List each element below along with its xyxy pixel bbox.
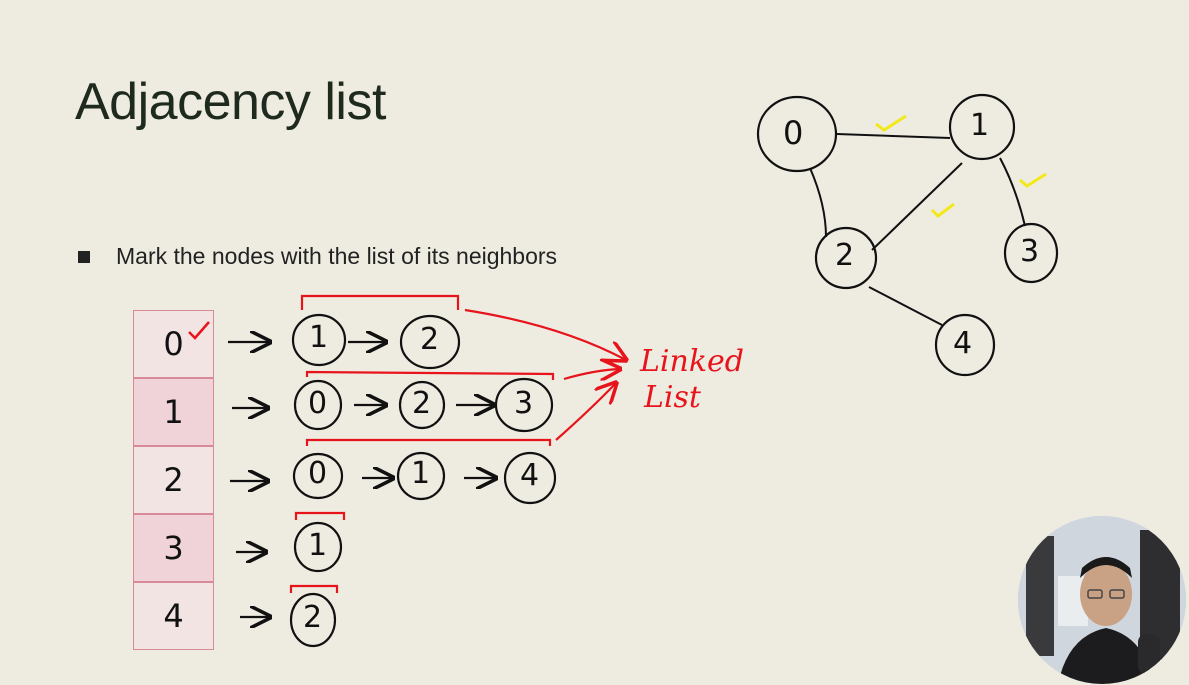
index-cell-0: 0	[133, 310, 214, 378]
row2-node-0: 0	[308, 456, 328, 491]
row1-node-0: 0	[308, 386, 328, 421]
yellow-checkmarks	[875, 114, 1047, 218]
graph-node-1	[948, 93, 1016, 161]
index-cell-1: 1	[133, 378, 214, 446]
slide-title: Adjacency list	[75, 73, 386, 131]
row2-node-1: 1	[411, 456, 431, 491]
bullet-item: Mark the nodes with the list of its neig…	[78, 243, 557, 270]
index-cell-3: 3	[133, 514, 214, 582]
linked-list-label: Linked List	[640, 344, 744, 416]
list-row-4	[240, 592, 337, 648]
graph-node-4	[934, 313, 996, 377]
row3-node-1: 1	[308, 528, 328, 563]
row4-node-2: 2	[303, 600, 323, 635]
graph-node-0	[756, 95, 838, 173]
list-row-0	[228, 313, 461, 370]
graph-edges	[809, 133, 1026, 326]
graph-label-1: 1	[970, 108, 990, 143]
row2-node-4: 4	[520, 458, 540, 493]
list-row-2	[230, 451, 557, 505]
graph-label-0: 0	[783, 114, 804, 152]
row0-node-1: 1	[309, 320, 329, 355]
graph-label-3: 3	[1020, 234, 1040, 269]
bullet-text: Mark the nodes with the list of its neig…	[116, 243, 558, 269]
graph-node-2	[814, 226, 878, 290]
linked-list-label-line2: List	[644, 380, 701, 415]
bullet-square-icon	[78, 250, 90, 263]
presenter-avatar-icon	[1018, 516, 1186, 684]
node-index-table: 0 1 2 3 4	[133, 310, 214, 650]
list-row-3	[236, 521, 343, 573]
row1-node-3: 3	[514, 386, 534, 421]
index-cell-2: 2	[133, 446, 214, 514]
presenter-webcam	[1018, 516, 1186, 684]
graph-label-4: 4	[953, 326, 973, 361]
graph-node-3	[1003, 222, 1059, 284]
checkmark-icon	[188, 321, 210, 340]
row1-node-2: 2	[412, 386, 432, 421]
graph-nodes	[756, 93, 1059, 377]
index-cell-4: 4	[133, 582, 214, 650]
row0-node-2: 2	[420, 322, 440, 357]
linked-list-label-line1: Linked	[640, 344, 744, 379]
list-row-1	[232, 377, 554, 433]
linked-list-brackets	[289, 294, 626, 593]
graph-label-2: 2	[835, 238, 855, 273]
